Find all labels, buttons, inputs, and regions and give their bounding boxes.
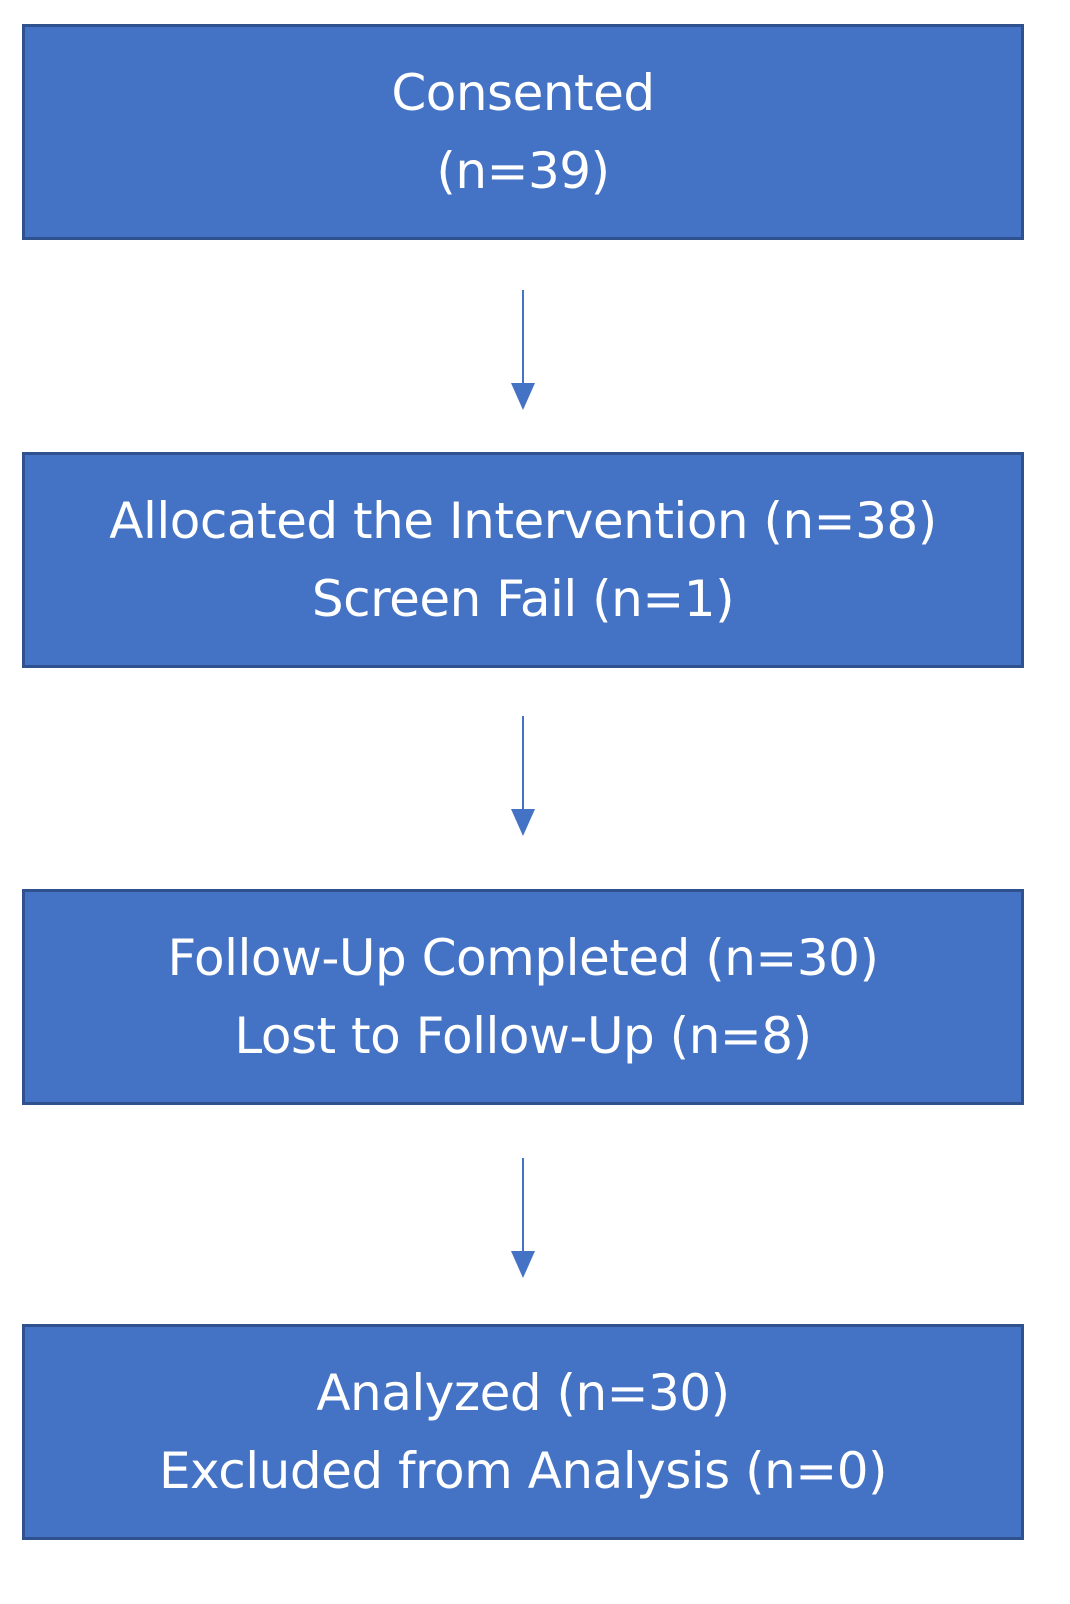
flow-step-allocated: Allocated the Intervention (n=38) Screen…: [22, 452, 1024, 668]
step-label-primary: Allocated the Intervention (n=38): [109, 492, 937, 550]
step-label-secondary: Excluded from Analysis (n=0): [158, 1442, 888, 1500]
step-label-primary: Consented: [391, 64, 655, 122]
flow-step-follow-up: Follow-Up Completed (n=30) Lost to Follo…: [22, 889, 1024, 1105]
step-label-secondary: (n=39): [436, 142, 610, 200]
flow-arrow-down-icon: [508, 290, 538, 410]
step-label-secondary: Lost to Follow-Up (n=8): [234, 1007, 812, 1065]
flow-step-consented: Consented (n=39): [22, 24, 1024, 240]
flow-arrow-down-icon: [508, 716, 538, 836]
flow-arrow-down-icon: [508, 1158, 538, 1278]
step-label-primary: Analyzed (n=30): [316, 1364, 730, 1422]
step-label-primary: Follow-Up Completed (n=30): [167, 929, 879, 987]
step-label-secondary: Screen Fail (n=1): [311, 570, 735, 628]
flow-step-analyzed: Analyzed (n=30) Excluded from Analysis (…: [22, 1324, 1024, 1540]
